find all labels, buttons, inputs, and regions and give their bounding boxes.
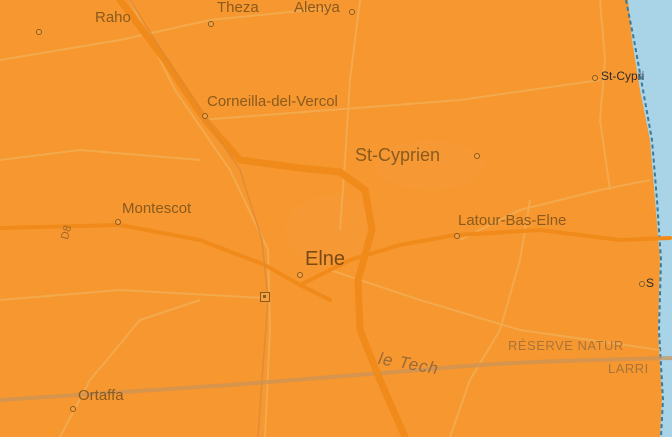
label-reserve-line2: LARRI xyxy=(608,361,649,376)
label-reserve-line1: RÉSERVE NATUR xyxy=(508,338,624,353)
place-dot-latour xyxy=(454,233,460,239)
place-dot-montescot xyxy=(115,219,121,225)
station-icon xyxy=(260,292,270,302)
place-dot-st-cyprien-plage xyxy=(592,75,598,81)
label-ortaffa[interactable]: Ortaffa xyxy=(78,387,124,404)
label-right-edge[interactable]: S xyxy=(646,276,655,290)
place-dot-theza xyxy=(208,21,214,27)
label-latour[interactable]: Latour-Bas-Elne xyxy=(458,212,567,229)
label-corneilla[interactable]: Corneilla-del-Vercol xyxy=(207,93,338,110)
label-elne[interactable]: Elne xyxy=(305,248,346,270)
urban-area-elne xyxy=(285,195,375,265)
label-alenya[interactable]: Alenya xyxy=(294,0,340,16)
urban-area-st-cyprien xyxy=(375,140,485,190)
station-icon-inner xyxy=(263,295,266,298)
label-raho[interactable]: Raho xyxy=(95,9,131,26)
place-dot-alenya xyxy=(349,9,355,15)
place-dot-ortaffa xyxy=(70,406,76,412)
label-st-cyprien-plage[interactable]: St-Cypri xyxy=(601,69,645,83)
place-dot-raho xyxy=(36,29,42,35)
label-st-cyprien[interactable]: St-Cyprien xyxy=(355,145,441,165)
label-montescot[interactable]: Montescot xyxy=(122,200,192,217)
place-dot-st-cyprien xyxy=(474,153,480,159)
coastline-boundary xyxy=(625,0,665,437)
place-dot-corneilla xyxy=(202,113,208,119)
river-le-tech xyxy=(0,356,672,402)
sea-area xyxy=(628,0,672,437)
label-theza[interactable]: Theza xyxy=(217,0,259,16)
place-dot-elne xyxy=(297,272,303,278)
place-dot-right-edge xyxy=(639,281,645,287)
railway-line xyxy=(129,0,269,437)
